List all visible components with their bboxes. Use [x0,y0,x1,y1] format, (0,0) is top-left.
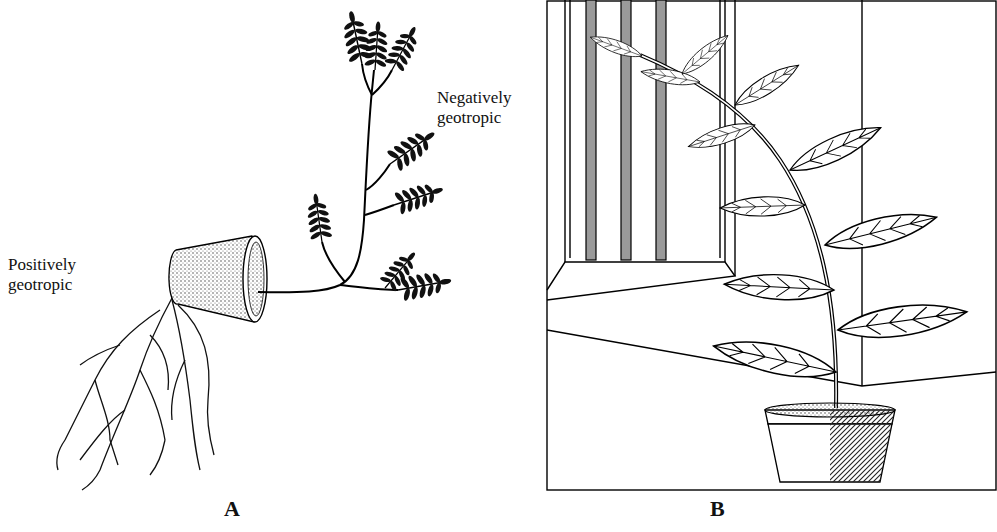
roots [57,298,214,490]
figure-letter: B [710,496,750,521]
root [150,335,168,390]
figure-letter: A [224,496,264,521]
leaf [731,58,804,112]
compound-leaf [382,22,425,76]
leaf [720,195,806,217]
root [178,305,214,455]
room [547,0,996,490]
tilted-pot [169,236,267,322]
shoot [258,64,398,292]
pot-soil [248,242,264,316]
stem [258,70,374,292]
compound-leaves [304,8,454,302]
pot-shade [830,424,892,482]
compound-leaf [396,268,454,303]
root [172,360,185,420]
branch [365,205,394,215]
root [65,310,160,440]
upright-pot [765,403,895,482]
window-bar [621,0,631,260]
pot-body [768,424,892,482]
leaf [588,31,644,61]
leaf [711,332,839,385]
frame-border [547,1,996,490]
leaf [686,118,757,155]
branch [366,164,390,190]
compound-leaf [363,21,390,71]
compound-leaf [383,122,442,174]
window-bar [656,0,666,260]
compound-leaf [304,192,334,243]
leaf [836,297,969,344]
root [57,440,65,470]
pot-rim [243,236,267,322]
compound-leaf [377,246,423,295]
window-sill [547,262,735,300]
floor-line [547,330,996,386]
part-label: Positively geotropic [8,255,103,294]
part-label: Negatively geotropic [437,88,532,127]
branch [372,70,392,95]
leaf [724,272,835,302]
window-bars [586,0,666,260]
branch [340,285,398,290]
root [80,345,120,365]
branch [322,242,345,282]
window-frame [565,0,725,262]
leaf [822,205,940,258]
branch [362,64,372,95]
root [80,410,125,460]
pot-soil [765,403,895,417]
root [140,370,165,440]
simple-leaves [588,30,969,385]
root [82,470,100,490]
leaf [785,118,885,181]
compound-leaf [390,177,446,216]
root [150,440,165,475]
root [95,380,118,465]
leaf [678,30,733,79]
